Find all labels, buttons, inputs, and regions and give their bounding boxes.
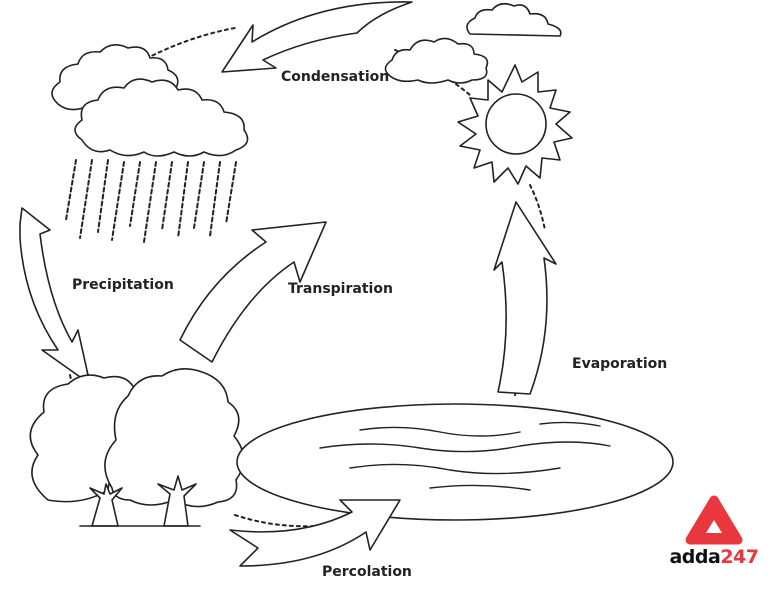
label-evaporation: Evaporation xyxy=(572,356,668,372)
rain-streaks xyxy=(65,159,237,243)
condensation-arrow xyxy=(221,1,413,73)
logo-wordmark: adda247 xyxy=(664,546,764,568)
logo-suffix: 247 xyxy=(720,546,759,568)
tree-trunk-left xyxy=(89,483,123,527)
label-condensation: Condensation xyxy=(281,69,390,85)
label-transpiration: Transpiration xyxy=(288,281,393,297)
rain-cloud-front xyxy=(74,78,249,157)
label-precipitation: Precipitation xyxy=(72,277,174,293)
label-percolation: Percolation xyxy=(322,564,412,580)
evaporation-arrow xyxy=(493,201,557,395)
adda247-logo: adda247 xyxy=(664,496,764,574)
sun-icon xyxy=(457,64,573,185)
logo-prefix: adda xyxy=(669,546,721,568)
precipitation-arrow xyxy=(19,207,91,385)
lake xyxy=(236,403,674,521)
transpiration-arrow xyxy=(179,221,327,363)
cloud-near-sun xyxy=(384,37,489,84)
adda247-logo-mark xyxy=(685,495,743,545)
small-cloud-top-right xyxy=(466,2,562,37)
tree-trunk-right xyxy=(157,475,197,527)
percolation-arrow xyxy=(229,499,401,567)
